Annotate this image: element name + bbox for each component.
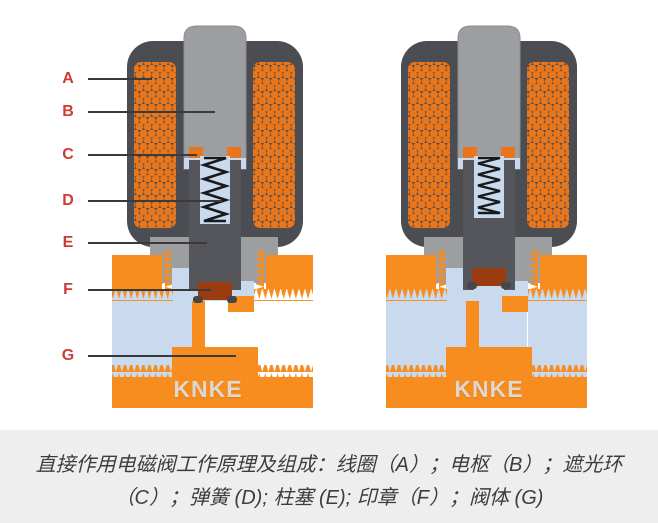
armature-core bbox=[183, 25, 247, 170]
part-label-c: C bbox=[62, 146, 74, 163]
valve-closed bbox=[112, 25, 313, 408]
part-label-f: F bbox=[63, 281, 73, 298]
neck-thread-left bbox=[435, 251, 446, 290]
outlet-bore-fluid bbox=[528, 289, 587, 377]
guide-tube-wall-right bbox=[504, 160, 515, 290]
guide-tube-wall-left bbox=[189, 160, 200, 290]
outlet-thread-top bbox=[528, 289, 587, 301]
caption-line-1: 直接作用电磁阀工作原理及组成：线圈（A）；电枢（B）；遮光环 bbox=[35, 454, 623, 476]
chamber-floor bbox=[172, 347, 258, 377]
part-label-e: E bbox=[62, 234, 74, 251]
inlet-thread-bottom bbox=[386, 365, 447, 377]
valve-open bbox=[386, 25, 587, 408]
outlet-step bbox=[502, 296, 528, 312]
shading-ring-right bbox=[227, 147, 241, 159]
shading-ring-right bbox=[501, 147, 515, 159]
neck-thread-right bbox=[530, 251, 541, 290]
plunger bbox=[200, 224, 230, 284]
seal-lifted bbox=[472, 268, 506, 286]
part-label-d: D bbox=[62, 192, 74, 209]
knke-watermark-right: KNKE bbox=[454, 376, 524, 402]
seal-seated bbox=[198, 282, 232, 300]
chamber-floor bbox=[446, 347, 532, 377]
outlet-thread-bottom bbox=[528, 365, 587, 377]
seal-lip-right bbox=[501, 282, 511, 289]
seal-lip-right bbox=[227, 296, 237, 303]
neck-thread-left bbox=[161, 251, 172, 290]
valve-body-port-top-left bbox=[386, 255, 436, 290]
coil-winding-left bbox=[408, 62, 450, 228]
inlet-thread-top bbox=[112, 289, 173, 301]
orifice-pedestal bbox=[466, 301, 479, 351]
caption-line-2: （C）；弹簧 (D); 柱塞 (E); 印章（F）；阀体 (G) bbox=[114, 487, 544, 509]
coil-winding-left bbox=[134, 62, 176, 228]
outlet-bore-empty bbox=[254, 289, 313, 377]
spring-compressed bbox=[477, 156, 501, 215]
coil-winding-right bbox=[527, 62, 569, 228]
part-label-b: B bbox=[62, 103, 74, 120]
caption: 直接作用电磁阀工作原理及组成：线圈（A）；电枢（B）；遮光环 （C）；弹簧 (D… bbox=[0, 430, 658, 523]
guide-tube-wall-right bbox=[230, 160, 241, 290]
armature-core bbox=[457, 25, 521, 170]
orifice-pedestal bbox=[192, 301, 205, 351]
valve-body-port-top-right bbox=[266, 255, 313, 290]
inlet-thread-bottom bbox=[112, 365, 173, 377]
seal-lip-left bbox=[193, 296, 203, 303]
valve-body-port-top-right bbox=[540, 255, 587, 290]
plunger-raised bbox=[474, 218, 504, 270]
outlet-thread-bottom bbox=[254, 365, 313, 377]
knke-watermark-left: KNKE bbox=[173, 376, 243, 402]
shading-ring-left bbox=[463, 147, 477, 159]
coil-winding-right bbox=[253, 62, 295, 228]
neck-thread-right bbox=[256, 251, 267, 290]
part-label-a: A bbox=[62, 70, 74, 87]
guide-tube-wall-left bbox=[463, 160, 474, 290]
seal-lip-left bbox=[467, 282, 477, 289]
part-label-g: G bbox=[61, 347, 75, 364]
outlet-thread-top bbox=[254, 289, 313, 301]
inlet-thread-top bbox=[386, 289, 447, 301]
spring-extended bbox=[199, 156, 231, 223]
valve-body-port-top-left bbox=[112, 255, 162, 290]
valve-cross-section-drawing bbox=[88, 25, 587, 408]
